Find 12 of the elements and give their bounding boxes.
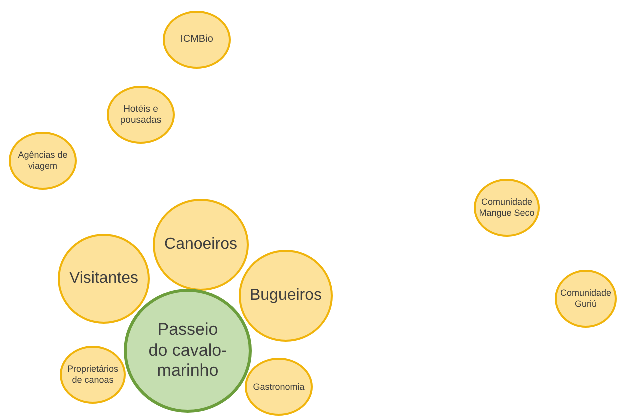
node-label: Visitantes [68,269,140,289]
node-label: Comunidade Mangue Seco [478,197,536,219]
node-label: Canoeiros [164,235,238,255]
node-label: Hotéis e pousadas [119,104,163,126]
node-label: Agências de viagem [17,150,69,172]
node-label: Bugueiros [248,286,324,306]
node-label: Comunidade Guriú [559,288,613,310]
node-label: Gastronomia [252,382,306,392]
node-label: Proprietários de canoas [66,364,120,386]
node-label: ICMBio [180,34,214,46]
node-label: Passeio do cavalo-marinho [148,320,228,382]
stakeholder-circle [153,199,249,291]
